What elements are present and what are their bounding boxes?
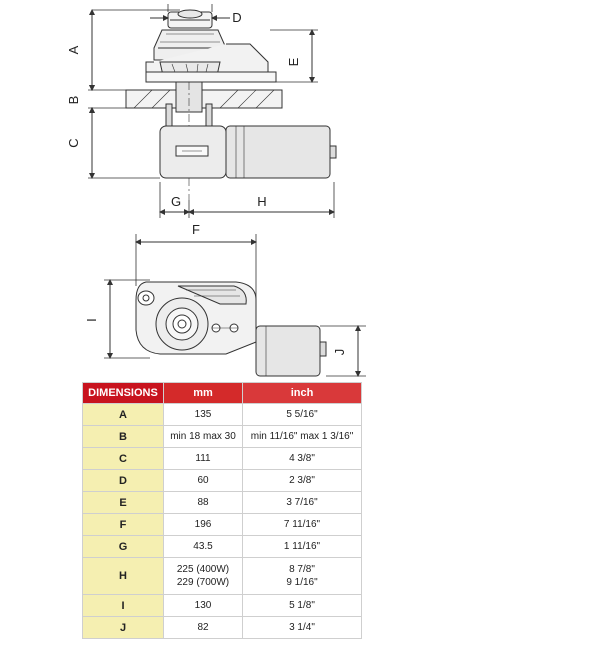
dimension-inch: 3 1/4" <box>242 616 362 639</box>
table-row: G 43.5 1 11/16" <box>82 535 362 558</box>
dimension-inch: 7 11/16" <box>242 513 362 536</box>
dimension-letter: B <box>82 425 164 448</box>
top-view <box>104 234 366 377</box>
dimension-inch-value: min 11/16" max 1 3/16" <box>250 431 354 442</box>
dimension-mm: 225 (400W) 229 (700W) <box>163 557 243 595</box>
dimension-letter: D <box>82 469 164 492</box>
dimension-inch-value: 5 1/8" <box>289 600 315 611</box>
dimension-inch-value: 8 7/8" <box>289 564 315 575</box>
table-header-row: DIMENSIONS mm inch <box>82 382 362 404</box>
dimension-letter: G <box>82 535 164 558</box>
table-row: H 225 (400W) 229 (700W) 8 7/8" 9 1/16" <box>82 557 362 595</box>
dimension-inch-value: 1 11/16" <box>283 541 321 552</box>
table-row: D 60 2 3/8" <box>82 469 362 492</box>
dimension-mm: 135 <box>163 403 243 426</box>
dim-label-j: J <box>332 349 347 356</box>
dimension-mm: min 18 max 30 <box>163 425 243 448</box>
dimension-mm-value: 60 <box>197 475 209 486</box>
table-row: E 88 3 7/16" <box>82 491 362 514</box>
dimension-mm-value: min 18 max 30 <box>170 431 236 442</box>
dimension-inch: min 11/16" max 1 3/16" <box>242 425 362 448</box>
dimension-mm-value: 229 (700W) <box>176 577 230 588</box>
dimension-mm-value: 135 <box>194 409 212 420</box>
dimension-inch: 4 3/8" <box>242 447 362 470</box>
dimension-mm-value: 130 <box>194 600 212 611</box>
dimension-inch: 5 1/8" <box>242 594 362 617</box>
dimension-inch-value: 5 5/16" <box>286 409 318 420</box>
dimension-mm: 111 <box>163 447 243 470</box>
dim-label-b: B <box>66 96 81 105</box>
dimension-mm: 82 <box>163 616 243 639</box>
table-row: A 135 5 5/16" <box>82 403 362 426</box>
dimension-mm-value: 82 <box>197 622 209 633</box>
dimension-inch: 2 3/8" <box>242 469 362 492</box>
table-row: F 196 7 11/16" <box>82 513 362 536</box>
side-view <box>88 4 337 218</box>
dimension-inch-value: 3 7/16" <box>286 497 318 508</box>
dimension-inch: 1 11/16" <box>242 535 362 558</box>
dimension-inch-value: 4 3/8" <box>289 453 315 464</box>
dimension-inch: 5 5/16" <box>242 403 362 426</box>
dimension-mm: 60 <box>163 469 243 492</box>
dimension-mm-value: 196 <box>194 519 212 530</box>
dimension-letter: J <box>82 616 164 639</box>
dimension-inch-value: 3 1/4" <box>289 622 315 633</box>
dim-label-g: G <box>171 194 181 209</box>
dim-label-h: H <box>257 194 266 209</box>
header-dimensions: DIMENSIONS <box>82 382 164 404</box>
dimension-inch: 3 7/16" <box>242 491 362 514</box>
dimension-letter: A <box>82 403 164 426</box>
header-mm: mm <box>163 382 243 404</box>
dimension-inch-value: 7 11/16" <box>283 519 321 530</box>
dim-label-c: C <box>66 138 81 147</box>
table-row: C 111 4 3/8" <box>82 447 362 470</box>
dimension-letter: I <box>82 594 164 617</box>
dimension-inch-value: 2 3/8" <box>289 475 315 486</box>
dimension-letter: C <box>82 447 164 470</box>
dim-label-f: F <box>192 222 200 237</box>
dimension-letter: F <box>82 513 164 536</box>
dimension-inch-value: 9 1/16" <box>286 577 318 588</box>
dimension-mm-value: 43.5 <box>193 541 213 552</box>
dim-label-a: A <box>66 45 81 54</box>
table-row: J 82 3 1/4" <box>82 616 362 639</box>
dim-label-e: E <box>286 57 301 66</box>
dimension-mm: 88 <box>163 491 243 514</box>
dim-label-i: I <box>84 318 99 322</box>
dimension-mm: 43.5 <box>163 535 243 558</box>
dim-label-d: D <box>232 10 241 25</box>
dimension-mm-value: 88 <box>197 497 209 508</box>
table-row: I 130 5 1/8" <box>82 594 362 617</box>
header-inch: inch <box>242 382 362 404</box>
dimension-letter: E <box>82 491 164 514</box>
dimension-letter: H <box>82 557 164 595</box>
dimension-mm: 196 <box>163 513 243 536</box>
windlass-dimension-drawing: A B C D E G H F I J <box>66 4 366 377</box>
dimension-mm: 130 <box>163 594 243 617</box>
dimension-mm-value: 111 <box>195 453 211 464</box>
dimension-mm-value: 225 (400W) <box>176 564 230 575</box>
dimension-inch: 8 7/8" 9 1/16" <box>242 557 362 595</box>
